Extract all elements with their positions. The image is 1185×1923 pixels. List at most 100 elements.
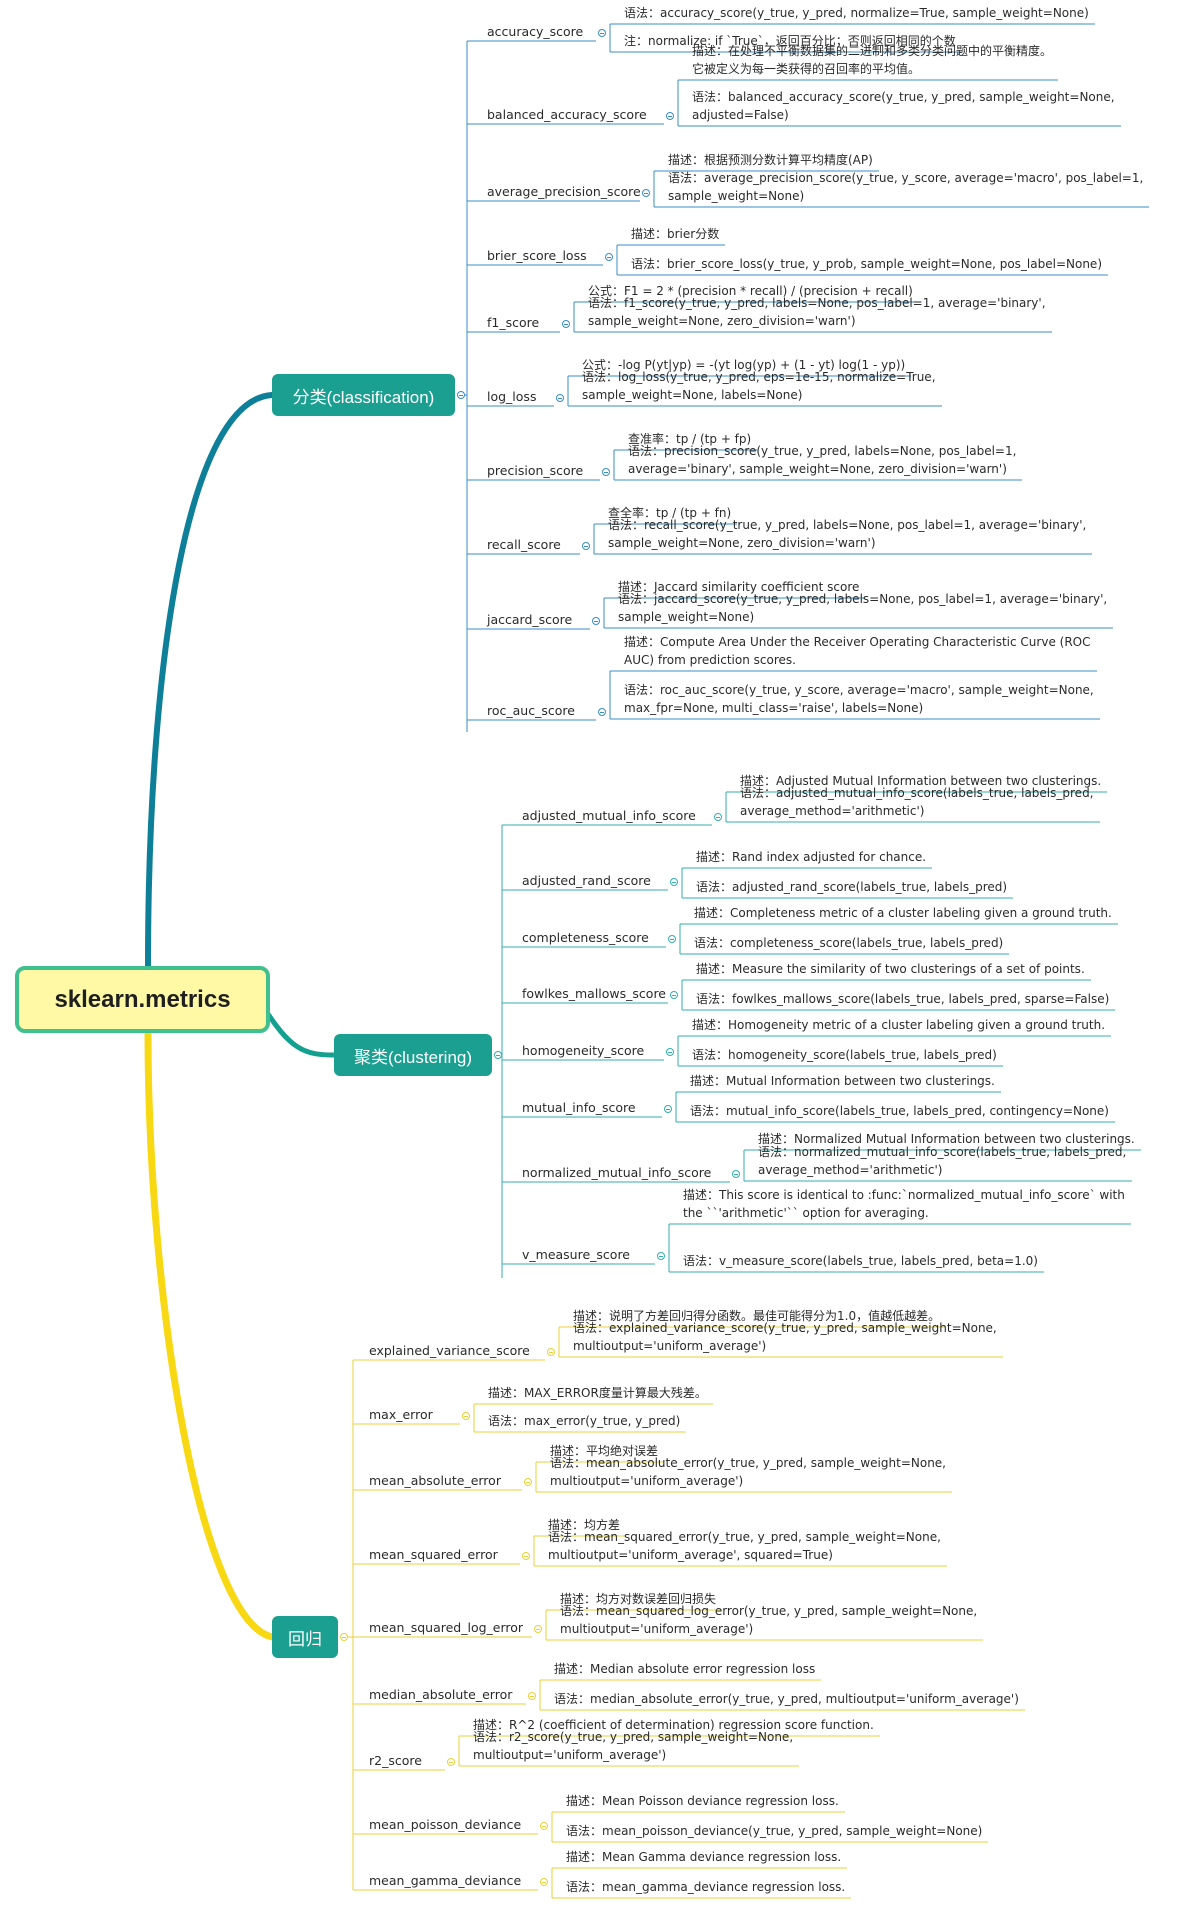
metric-note: 描述：均方差 — [548, 1518, 621, 1532]
metric-note: 描述：Homogeneity metric of a cluster label… — [692, 1018, 1106, 1032]
metric-syntax: 语法：adjusted_mutual_info_score(labels_tru… — [740, 786, 1094, 818]
metric-note: 公式：-log P(yt|yp) = -(yt log(yp) + (1 - y… — [582, 358, 906, 372]
metric-note: 描述：Measure the similarity of two cluster… — [696, 962, 1085, 976]
branch-collapse-icon[interactable] — [340, 1633, 348, 1641]
metric-syntax: 语法：mean_poisson_deviance(y_true, y_pred,… — [566, 1824, 983, 1838]
metric-note: 描述：MAX_ERROR度量计算最大残差。 — [488, 1386, 707, 1400]
metric-syntax: 语法：jaccard_score(y_true, y_pred, labels=… — [618, 592, 1108, 624]
metric-collapse-icon[interactable] — [732, 1170, 740, 1178]
metric-mutual-info-score[interactable]: mutual_info_score — [522, 1100, 636, 1115]
metric-completeness-score[interactable]: completeness_score — [522, 930, 649, 945]
root-node[interactable]: sklearn.metrics — [15, 966, 270, 1033]
metric-collapse-icon[interactable] — [540, 1878, 548, 1886]
metric-note: 描述：平均绝对误差 — [550, 1444, 659, 1458]
metric-r2-score[interactable]: r2_score — [369, 1753, 422, 1768]
metric-note: 描述：均方对数误差回归损失 — [560, 1592, 717, 1606]
metric-collapse-icon[interactable] — [668, 935, 676, 943]
metric-average-precision-score[interactable]: average_precision_score — [487, 184, 641, 199]
metric-collapse-icon[interactable] — [666, 112, 674, 120]
metric-syntax: 语法：mean_squared_error(y_true, y_pred, sa… — [548, 1530, 941, 1562]
metric-syntax: 语法：homogeneity_score(labels_true, labels… — [692, 1048, 997, 1062]
branch-clustering[interactable]: 聚类(clustering) — [334, 1034, 492, 1076]
metric-v-measure-score[interactable]: v_measure_score — [522, 1247, 631, 1262]
metric-mean-gamma-deviance[interactable]: mean_gamma_deviance — [369, 1873, 522, 1888]
metric-mean-absolute-error[interactable]: mean_absolute_error — [369, 1473, 501, 1488]
branch-classification[interactable]: 分类(classification) — [272, 374, 455, 416]
metric-fowlkes-mallows-score[interactable]: fowlkes_mallows_score — [522, 986, 666, 1001]
metric-collapse-icon[interactable] — [582, 542, 590, 550]
metric-collapse-icon[interactable] — [547, 1348, 555, 1356]
metric-collapse-icon[interactable] — [598, 29, 606, 37]
branch-collapse-icon[interactable] — [494, 1051, 502, 1059]
metric-note: 描述：R^2 (coefficient of determination) re… — [473, 1718, 874, 1732]
metric-collapse-icon[interactable] — [540, 1822, 548, 1830]
metric-collapse-icon[interactable] — [602, 468, 610, 476]
metric-explained-variance-score[interactable]: explained_variance_score — [369, 1343, 530, 1358]
metric-note: 描述：根据预测分数计算平均精度(AP) — [668, 153, 873, 167]
metric-mean-squared-log-error[interactable]: mean_squared_log_error — [369, 1620, 524, 1635]
metric-collapse-icon[interactable] — [657, 1252, 665, 1260]
metric-note: 公式：F1 = 2 * (precision * recall) / (prec… — [588, 284, 913, 298]
metric-collapse-icon[interactable] — [642, 189, 650, 197]
metric-normalized-mutual-info-score[interactable]: normalized_mutual_info_score — [522, 1165, 712, 1180]
metric-syntax: 语法：explained_variance_score(y_true, y_pr… — [573, 1321, 997, 1353]
metric-collapse-icon[interactable] — [670, 878, 678, 886]
metric-max-error[interactable]: max_error — [369, 1407, 433, 1422]
metric-median-absolute-error[interactable]: median_absolute_error — [369, 1687, 513, 1702]
metric-syntax: 语法：mutual_info_score(labels_true, labels… — [690, 1104, 1109, 1118]
metric-syntax: 语法：brier_score_loss(y_true, y_prob, samp… — [631, 257, 1102, 271]
metric-note: 描述：Adjusted Mutual Information between t… — [740, 774, 1102, 788]
metric-homogeneity-score[interactable]: homogeneity_score — [522, 1043, 645, 1058]
metric-collapse-icon[interactable] — [524, 1478, 532, 1486]
metric-note: 描述：Completeness metric of a cluster labe… — [694, 906, 1112, 920]
branch-wire — [260, 1003, 337, 1058]
metric-f1-score[interactable]: f1_score — [487, 315, 540, 330]
metric-brier-score-loss[interactable]: brier_score_loss — [487, 248, 587, 263]
metric-syntax: 语法：adjusted_rand_score(labels_true, labe… — [696, 880, 1008, 894]
metric-collapse-icon[interactable] — [447, 1758, 455, 1766]
metric-syntax: 语法：completeness_score(labels_true, label… — [694, 936, 1004, 950]
metric-precision-score[interactable]: precision_score — [487, 463, 584, 478]
metric-syntax: 语法：precision_score(y_true, y_pred, label… — [628, 444, 1017, 476]
metric-mean-poisson-deviance[interactable]: mean_poisson_deviance — [369, 1817, 522, 1832]
metric-collapse-icon[interactable] — [666, 1048, 674, 1056]
metric-syntax: 语法：max_error(y_true, y_pred) — [488, 1414, 681, 1428]
metric-note: 描述：This score is identical to :func:`nor… — [683, 1188, 1125, 1220]
metric-collapse-icon[interactable] — [598, 708, 606, 716]
metric-collapse-icon[interactable] — [534, 1625, 542, 1633]
metric-collapse-icon[interactable] — [522, 1552, 530, 1560]
branch-wire — [145, 392, 275, 969]
metric-syntax: 语法：average_precision_score(y_true, y_sco… — [668, 171, 1144, 203]
metric-mean-squared-error[interactable]: mean_squared_error — [369, 1547, 498, 1562]
metric-collapse-icon[interactable] — [562, 320, 570, 328]
metric-syntax: 语法：f1_score(y_true, y_pred, labels=None,… — [588, 296, 1046, 328]
branch-collapse-icon[interactable] — [457, 391, 465, 399]
metric-collapse-icon[interactable] — [462, 1412, 470, 1420]
metric-collapse-icon[interactable] — [592, 617, 600, 625]
branch-regression[interactable]: 回归 — [272, 1616, 338, 1658]
metric-collapse-icon[interactable] — [714, 813, 722, 821]
metric-collapse-icon[interactable] — [664, 1105, 672, 1113]
metric-syntax: 语法：mean_absolute_error(y_true, y_pred, s… — [550, 1456, 946, 1488]
metric-syntax: 语法：fowlkes_mallows_score(labels_true, la… — [696, 992, 1110, 1006]
metric-recall-score[interactable]: recall_score — [487, 537, 561, 552]
metric-syntax: 注：normalize: if `True`，返回百分比；否则返回相同的个数 — [624, 34, 956, 48]
metric-note: 描述：在处理不平衡数据集的二进制和多类分类问题中的平衡精度。 它被定义为每一类获… — [692, 44, 1053, 76]
metric-collapse-icon[interactable] — [670, 991, 678, 999]
metric-log-loss[interactable]: log_loss — [487, 389, 537, 404]
metric-balanced-accuracy-score[interactable]: balanced_accuracy_score — [487, 107, 647, 122]
metric-collapse-icon[interactable] — [556, 394, 564, 402]
metric-jaccard-score[interactable]: jaccard_score — [487, 612, 573, 627]
metric-adjusted-rand-score[interactable]: adjusted_rand_score — [522, 873, 651, 888]
metric-note: 查全率：tp / (tp + fn) — [608, 506, 732, 520]
metric-accuracy-score[interactable]: accuracy_score — [487, 24, 584, 39]
metric-syntax: 语法：recall_score(y_true, y_pred, labels=N… — [608, 518, 1087, 550]
metric-collapse-icon[interactable] — [528, 1692, 536, 1700]
metric-note: 描述：brier分数 — [631, 227, 720, 241]
metric-syntax: 语法：v_measure_score(labels_true, labels_p… — [683, 1254, 1038, 1268]
metric-note: 描述：Rand index adjusted for chance. — [696, 850, 927, 864]
metric-collapse-icon[interactable] — [605, 253, 613, 261]
metric-roc-auc-score[interactable]: roc_auc_score — [487, 703, 575, 718]
metric-adjusted-mutual-info-score[interactable]: adjusted_mutual_info_score — [522, 808, 696, 823]
